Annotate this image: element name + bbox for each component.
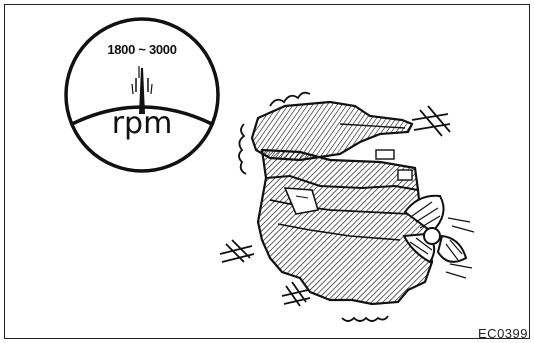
rpm-unit-label: rpm [84, 106, 200, 141]
rpm-range-label: 1800 ~ 3000 [84, 42, 200, 57]
figure-reference-code: EC0399 [478, 326, 528, 341]
engine-icon [252, 102, 432, 304]
